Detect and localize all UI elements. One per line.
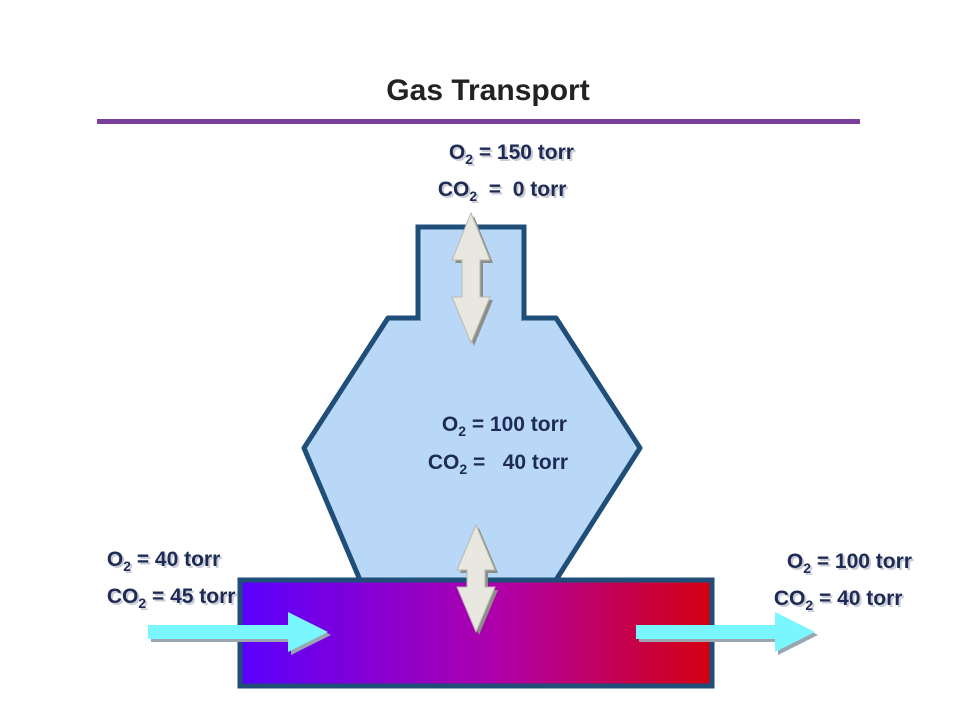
arrow-right-icon: [148, 612, 331, 655]
atmosphere-o2-label: O2 = 150 torr O2 = 150 torr: [408, 141, 605, 169]
svg-text:CO2 = 40 torr: CO2 = 40 torr: [733, 587, 932, 613]
svg-text:O2 = 100 torr: O2 = 100 torr: [746, 550, 941, 576]
svg-text:O2 = 100 torr: O2 = 100 torr: [401, 413, 596, 439]
svg-text:O2 = 150 torr: O2 = 150 torr: [408, 141, 603, 167]
svg-text:CO2 = 45 torr: CO2 = 45 torr: [68, 587, 267, 613]
svg-text:O2 = 100 torr: O2 = 100 torr: [748, 552, 943, 578]
atmosphere-co2-label: CO2 = 0 torr CO2 = 0 torr: [397, 178, 598, 206]
svg-text:CO2 = 0 torr: CO2 = 0 torr: [397, 178, 596, 204]
svg-text:CO2 = 40 torr: CO2 = 40 torr: [735, 589, 934, 615]
alveolus-co2-label: CO2 = 40 torr: [387, 451, 597, 477]
title-rule: [97, 119, 860, 124]
alveolus: [301, 315, 643, 583]
arterial-o2-label: O2 = 100 torr O2 = 100 torr: [746, 550, 943, 578]
svg-text:O2 = 150 torr: O2 = 150 torr: [410, 143, 605, 169]
svg-text:O2 = 40 torr: O2 = 40 torr: [66, 548, 249, 574]
double-arrow-vertical-icon: [451, 211, 493, 346]
venous-co2-label: CO2 = 45 torr CO2 = 45 torr: [66, 585, 267, 613]
arterial-co2-label: CO2 = 40 torr CO2 = 40 torr: [733, 587, 934, 615]
double-arrow-vertical-icon: [456, 523, 498, 635]
svg-text:O2 = 40 torr: O2 = 40 torr: [68, 550, 251, 576]
alveolus-o2-label: O2 = 100 torr: [401, 413, 596, 439]
venous-o2-label: O2 = 40 torr O2 = 40 torr: [66, 548, 251, 576]
arrow-right-icon: [636, 612, 818, 655]
svg-text:CO2 = 0 torr: CO2 = 0 torr: [399, 180, 598, 206]
svg-text:CO2 = 40 torr: CO2 = 40 torr: [387, 451, 597, 477]
page-title: Gas Transport: [386, 74, 589, 107]
svg-text:CO2 = 45 torr: CO2 = 45 torr: [66, 585, 265, 611]
